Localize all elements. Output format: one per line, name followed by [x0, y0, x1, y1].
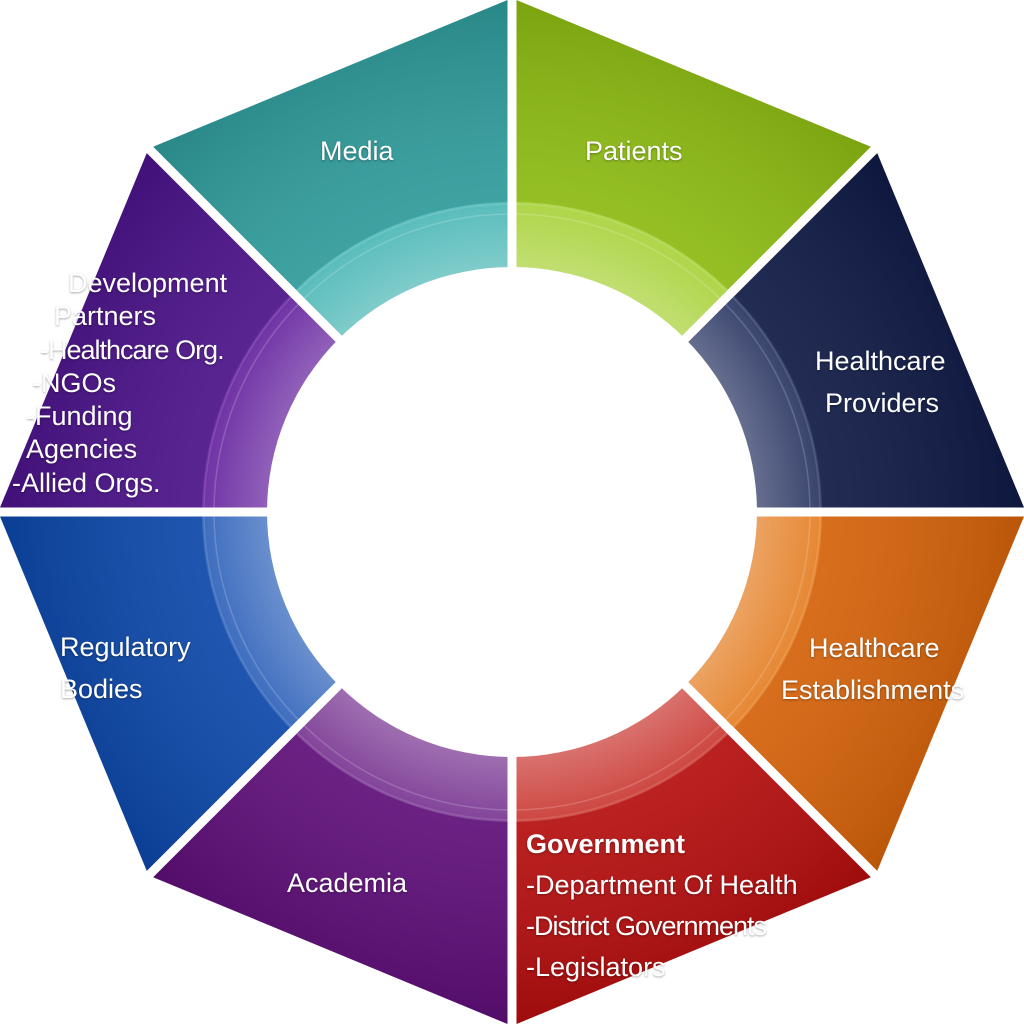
segment-sheen-government — [516, 660, 871, 1024]
segment-sheen-academia — [153, 660, 508, 1024]
providers-line-2: Providers — [825, 388, 940, 418]
academia-label: Academia — [287, 868, 408, 898]
segment-sheen-healthcare-providers — [660, 153, 1024, 508]
label-healthcare-providers: Healthcare Providers — [815, 340, 946, 424]
label-media: Media — [320, 134, 394, 168]
label-government: Government -Department Of Health -Distri… — [526, 824, 798, 988]
segment-sheen-media — [153, 0, 508, 364]
regulatory-line-2: Bodies — [60, 674, 143, 704]
dev-line-4: -NGOs — [32, 367, 116, 398]
segment-sheen-regulatory-bodies — [0, 516, 364, 871]
government-line-3: -Legislators — [526, 952, 666, 982]
label-patients: Patients — [585, 134, 683, 168]
government-line-1: -Department Of Health — [526, 870, 798, 900]
establishments-line-1: Healthcare — [809, 633, 940, 663]
establishments-line-2: Establishments — [781, 675, 965, 705]
segment-sheen-healthcare-establishments — [660, 516, 1024, 871]
segment-sheen-development-partners — [0, 153, 364, 508]
providers-line-1: Healthcare — [815, 346, 946, 376]
ring-line — [203, 203, 821, 821]
government-line-2: -District Governments — [526, 911, 767, 941]
center-hole — [267, 267, 757, 757]
segment-sheen-patients — [516, 0, 871, 364]
government-title: Government — [526, 829, 686, 859]
label-regulatory-bodies: Regulatory Bodies — [60, 626, 191, 710]
regulatory-line-1: Regulatory — [60, 632, 191, 662]
ring-line — [213, 213, 811, 811]
dev-line-2: Partners — [54, 301, 157, 332]
label-development-partners: Development Partners -Healthcare Org. -N… — [12, 267, 227, 500]
dev-line-1: Development — [68, 268, 228, 298]
dev-line-7: -Allied Orgs. — [12, 467, 161, 498]
patients-label: Patients — [585, 136, 683, 166]
label-healthcare-establishments: Healthcare Establishments — [781, 627, 964, 711]
media-label: Media — [320, 136, 394, 166]
label-academia: Academia — [287, 866, 407, 900]
dev-line-3: -Healthcare Org. — [40, 334, 225, 365]
dev-line-5: -Funding — [26, 401, 133, 432]
dev-line-6: Agencies — [26, 434, 138, 465]
